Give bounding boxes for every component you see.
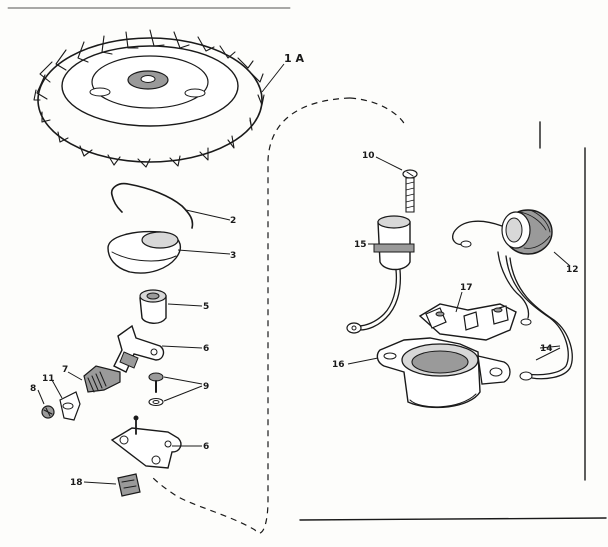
coil-housing-part <box>376 337 511 409</box>
small-clip-part <box>117 473 141 497</box>
breaker-arm-part <box>113 324 165 373</box>
callout-1a: 1 A <box>284 52 304 65</box>
screw-washer-part <box>148 372 164 407</box>
callout-3: 3 <box>230 251 236 261</box>
group-outline <box>149 97 351 534</box>
callout-18: 18 <box>70 478 83 488</box>
cover-plate-part <box>107 230 181 274</box>
callout-17: 17 <box>460 283 473 293</box>
group-outline-right <box>349 97 406 126</box>
lead-wires-part <box>497 251 573 381</box>
ignition-coil-part <box>452 209 553 255</box>
callout-labels: 1 A 2 3 5 6 9 7 11 8 6 18 10 15 17 12 16… <box>30 52 579 488</box>
callout-9: 9 <box>203 382 209 392</box>
callout-16: 16 <box>332 360 345 370</box>
callout-6-upper: 6 <box>203 344 209 354</box>
spring-clip-part <box>110 182 194 229</box>
leader-lines <box>37 63 571 485</box>
callout-8: 8 <box>30 384 36 394</box>
callout-12: 12 <box>566 265 579 275</box>
callout-14: 14 <box>540 344 553 354</box>
callout-10: 10 <box>362 151 375 161</box>
armature-part <box>418 303 517 341</box>
condenser-part <box>346 215 415 334</box>
contact-set-part <box>41 365 121 421</box>
sleeve-part <box>139 289 167 324</box>
flywheel-part <box>33 29 265 168</box>
callout-5: 5 <box>203 302 209 312</box>
callout-11: 11 <box>42 374 55 384</box>
callout-7: 7 <box>62 365 68 375</box>
callout-2: 2 <box>230 216 236 226</box>
screw-part <box>402 169 418 213</box>
callout-15: 15 <box>354 240 367 250</box>
mounting-plate-part <box>110 415 182 469</box>
callout-6-lower: 6 <box>203 442 209 452</box>
frame-lines <box>7 7 607 521</box>
